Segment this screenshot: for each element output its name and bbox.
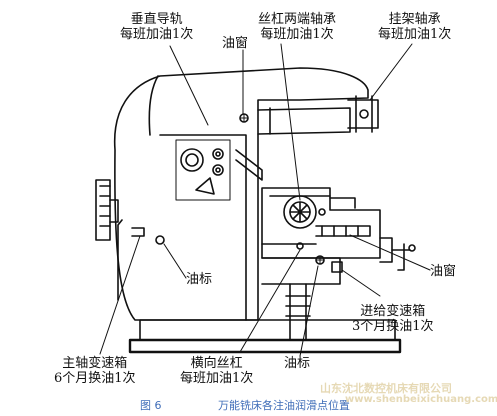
label-oil-gauge-left: 油标 bbox=[186, 272, 213, 287]
label-spindle-gearbox-title: 主轴变速箱 bbox=[62, 356, 128, 371]
label-vertical-guide-note: 每班加油1次 bbox=[120, 27, 194, 42]
elevating-screw bbox=[285, 283, 311, 341]
label-screw-bearing-note: 每班加油1次 bbox=[260, 27, 334, 42]
label-spindle-gearbox: 主轴变速箱 6个月换油1次 bbox=[54, 356, 136, 386]
label-arbor-bearing-title: 挂架轴承 bbox=[388, 12, 441, 27]
label-cross-screw-note: 每班加油1次 bbox=[180, 371, 254, 386]
leader-lines bbox=[99, 43, 431, 357]
machine-base bbox=[128, 319, 402, 354]
watermark-company: 山东沈北数控机床有限公司 bbox=[320, 382, 452, 395]
label-oil-gauge-bottom: 油标 bbox=[284, 356, 311, 371]
label-arbor-bearing: 挂架轴承 每班加油1次 bbox=[378, 12, 451, 42]
knee-table bbox=[261, 187, 381, 259]
label-cross-screw: 横向丝杠 每班加油1次 bbox=[180, 356, 253, 386]
label-screw-bearing-title: 丝杠两端轴承 bbox=[258, 12, 337, 27]
label-oil-window-top: 油窗 bbox=[222, 36, 249, 51]
spindle-pulley bbox=[95, 179, 119, 241]
label-oil-window-right: 油窗 bbox=[430, 264, 457, 279]
label-screw-bearing: 丝杠两端轴承 每班加油1次 bbox=[258, 12, 336, 42]
label-spindle-gearbox-note: 6个月换油1次 bbox=[54, 371, 136, 386]
label-cross-screw-title: 横向丝杠 bbox=[190, 356, 243, 371]
machine-column bbox=[113, 67, 369, 321]
label-feed-gearbox: 进给变速箱 3个月换油1次 bbox=[352, 304, 434, 334]
control-panel bbox=[175, 139, 263, 201]
label-arbor-bearing-note: 每班加油1次 bbox=[378, 27, 452, 42]
feed-handwheel bbox=[379, 237, 416, 271]
label-vertical-guide: 垂直导轨 每班加油1次 bbox=[120, 12, 193, 42]
label-feed-gearbox-title: 进给变速箱 bbox=[360, 304, 426, 319]
overarm bbox=[257, 95, 379, 135]
figure-caption: 万能铣床各注油润滑点位置 bbox=[218, 399, 350, 412]
feed-gearbox-body bbox=[261, 257, 343, 285]
figure-number: 图 6 bbox=[140, 399, 162, 412]
watermark-url: www.shenbeixichuang.com bbox=[345, 394, 497, 405]
oil-points bbox=[131, 113, 325, 265]
label-feed-gearbox-note: 3个月换油1次 bbox=[352, 319, 434, 334]
label-vertical-guide-title: 垂直导轨 bbox=[130, 12, 183, 27]
